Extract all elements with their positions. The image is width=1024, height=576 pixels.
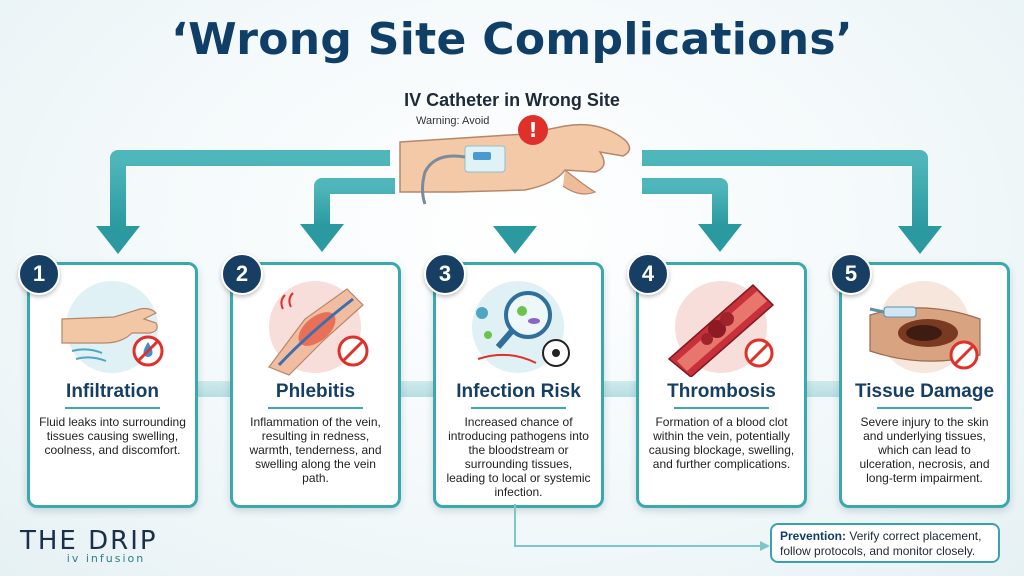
card-title: Thrombosis: [667, 381, 776, 402]
diagram-subtitle: IV Catheter in Wrong Site: [404, 90, 620, 110]
card-title: Infection Risk: [456, 381, 581, 402]
blood-clot-icon: [667, 281, 775, 377]
arrowhead-4: [698, 224, 742, 252]
magnifier-germs-icon: [472, 281, 570, 373]
arrow-to-card-5: [642, 150, 928, 228]
step-badge: 4: [627, 253, 669, 295]
brand-logo: THE DRIP iv infusion: [20, 526, 180, 565]
card-description: Inflammation of the vein, resulting in r…: [249, 415, 382, 485]
card-description: Fluid leaks into surrounding tissues cau…: [39, 415, 186, 457]
step-badge: 1: [18, 253, 60, 295]
inflamed-vein-icon: [268, 281, 369, 376]
card-phlebitis: 2 Phlebitis Inflammation of the vein, re…: [221, 253, 401, 508]
title-divider: [65, 407, 160, 409]
warning-alert-icon: [518, 115, 548, 145]
title-divider: [268, 407, 363, 409]
arrowhead-2: [300, 224, 344, 252]
connector-1-2: [192, 381, 232, 397]
card-infection-risk: 3 Infection Risk Increased chance of int…: [424, 253, 604, 508]
svg-text:!: !: [528, 118, 537, 142]
title-divider: [877, 407, 972, 409]
iv-catheter-hand-illustration: !: [399, 115, 631, 205]
damaged-skin-icon: [869, 281, 981, 373]
card-title: Infiltration: [66, 381, 159, 402]
card-description: Formation of a blood clot within the vei…: [648, 415, 795, 471]
title-divider: [471, 407, 566, 409]
step-badge: 2: [221, 253, 263, 295]
card-infiltration: 1 Infiltration Fluid leaks into surround…: [18, 253, 198, 508]
step-badge: 5: [830, 253, 872, 295]
card-thrombosis: 4 Thrombosis Formation of a blood clot w…: [627, 253, 807, 508]
card-title: Tissue Damage: [854, 381, 995, 402]
arrow-to-card-1: [110, 150, 390, 228]
arrow-to-card-4: [642, 178, 728, 226]
card-tissue-damage: 5 Tissue Damage Severe injury to the ski…: [830, 253, 1010, 508]
prevention-box: Prevention: Verify correct placement, fo…: [770, 523, 1000, 563]
connector-3-4: [598, 381, 638, 397]
arrowhead-1: [96, 226, 140, 254]
title-divider: [674, 407, 769, 409]
page-title: ‘Wrong Site Complications’: [171, 14, 853, 65]
connector-2-3: [395, 381, 435, 397]
arrowhead-5: [898, 226, 942, 254]
card-title: Phlebitis: [275, 381, 356, 402]
card-description: Severe injury to the skin and underlying…: [859, 415, 990, 485]
logo-tagline: iv infusion: [66, 552, 146, 565]
prevention-text: Verify correct placement, follow protoco…: [780, 529, 982, 558]
warning-text: Warning: Avoid: [416, 115, 490, 127]
card-description: Increased chance of introducing pathogen…: [446, 415, 591, 499]
step-badge: 3: [424, 253, 466, 295]
hand-with-drop-icon: [61, 281, 164, 373]
prevention-label: Prevention:: [780, 529, 847, 543]
arrowhead-3: [493, 226, 537, 254]
logo-wordmark: THE DRIP: [20, 526, 158, 556]
connector-4-5: [801, 381, 841, 397]
arrow-to-card-2: [314, 178, 395, 226]
